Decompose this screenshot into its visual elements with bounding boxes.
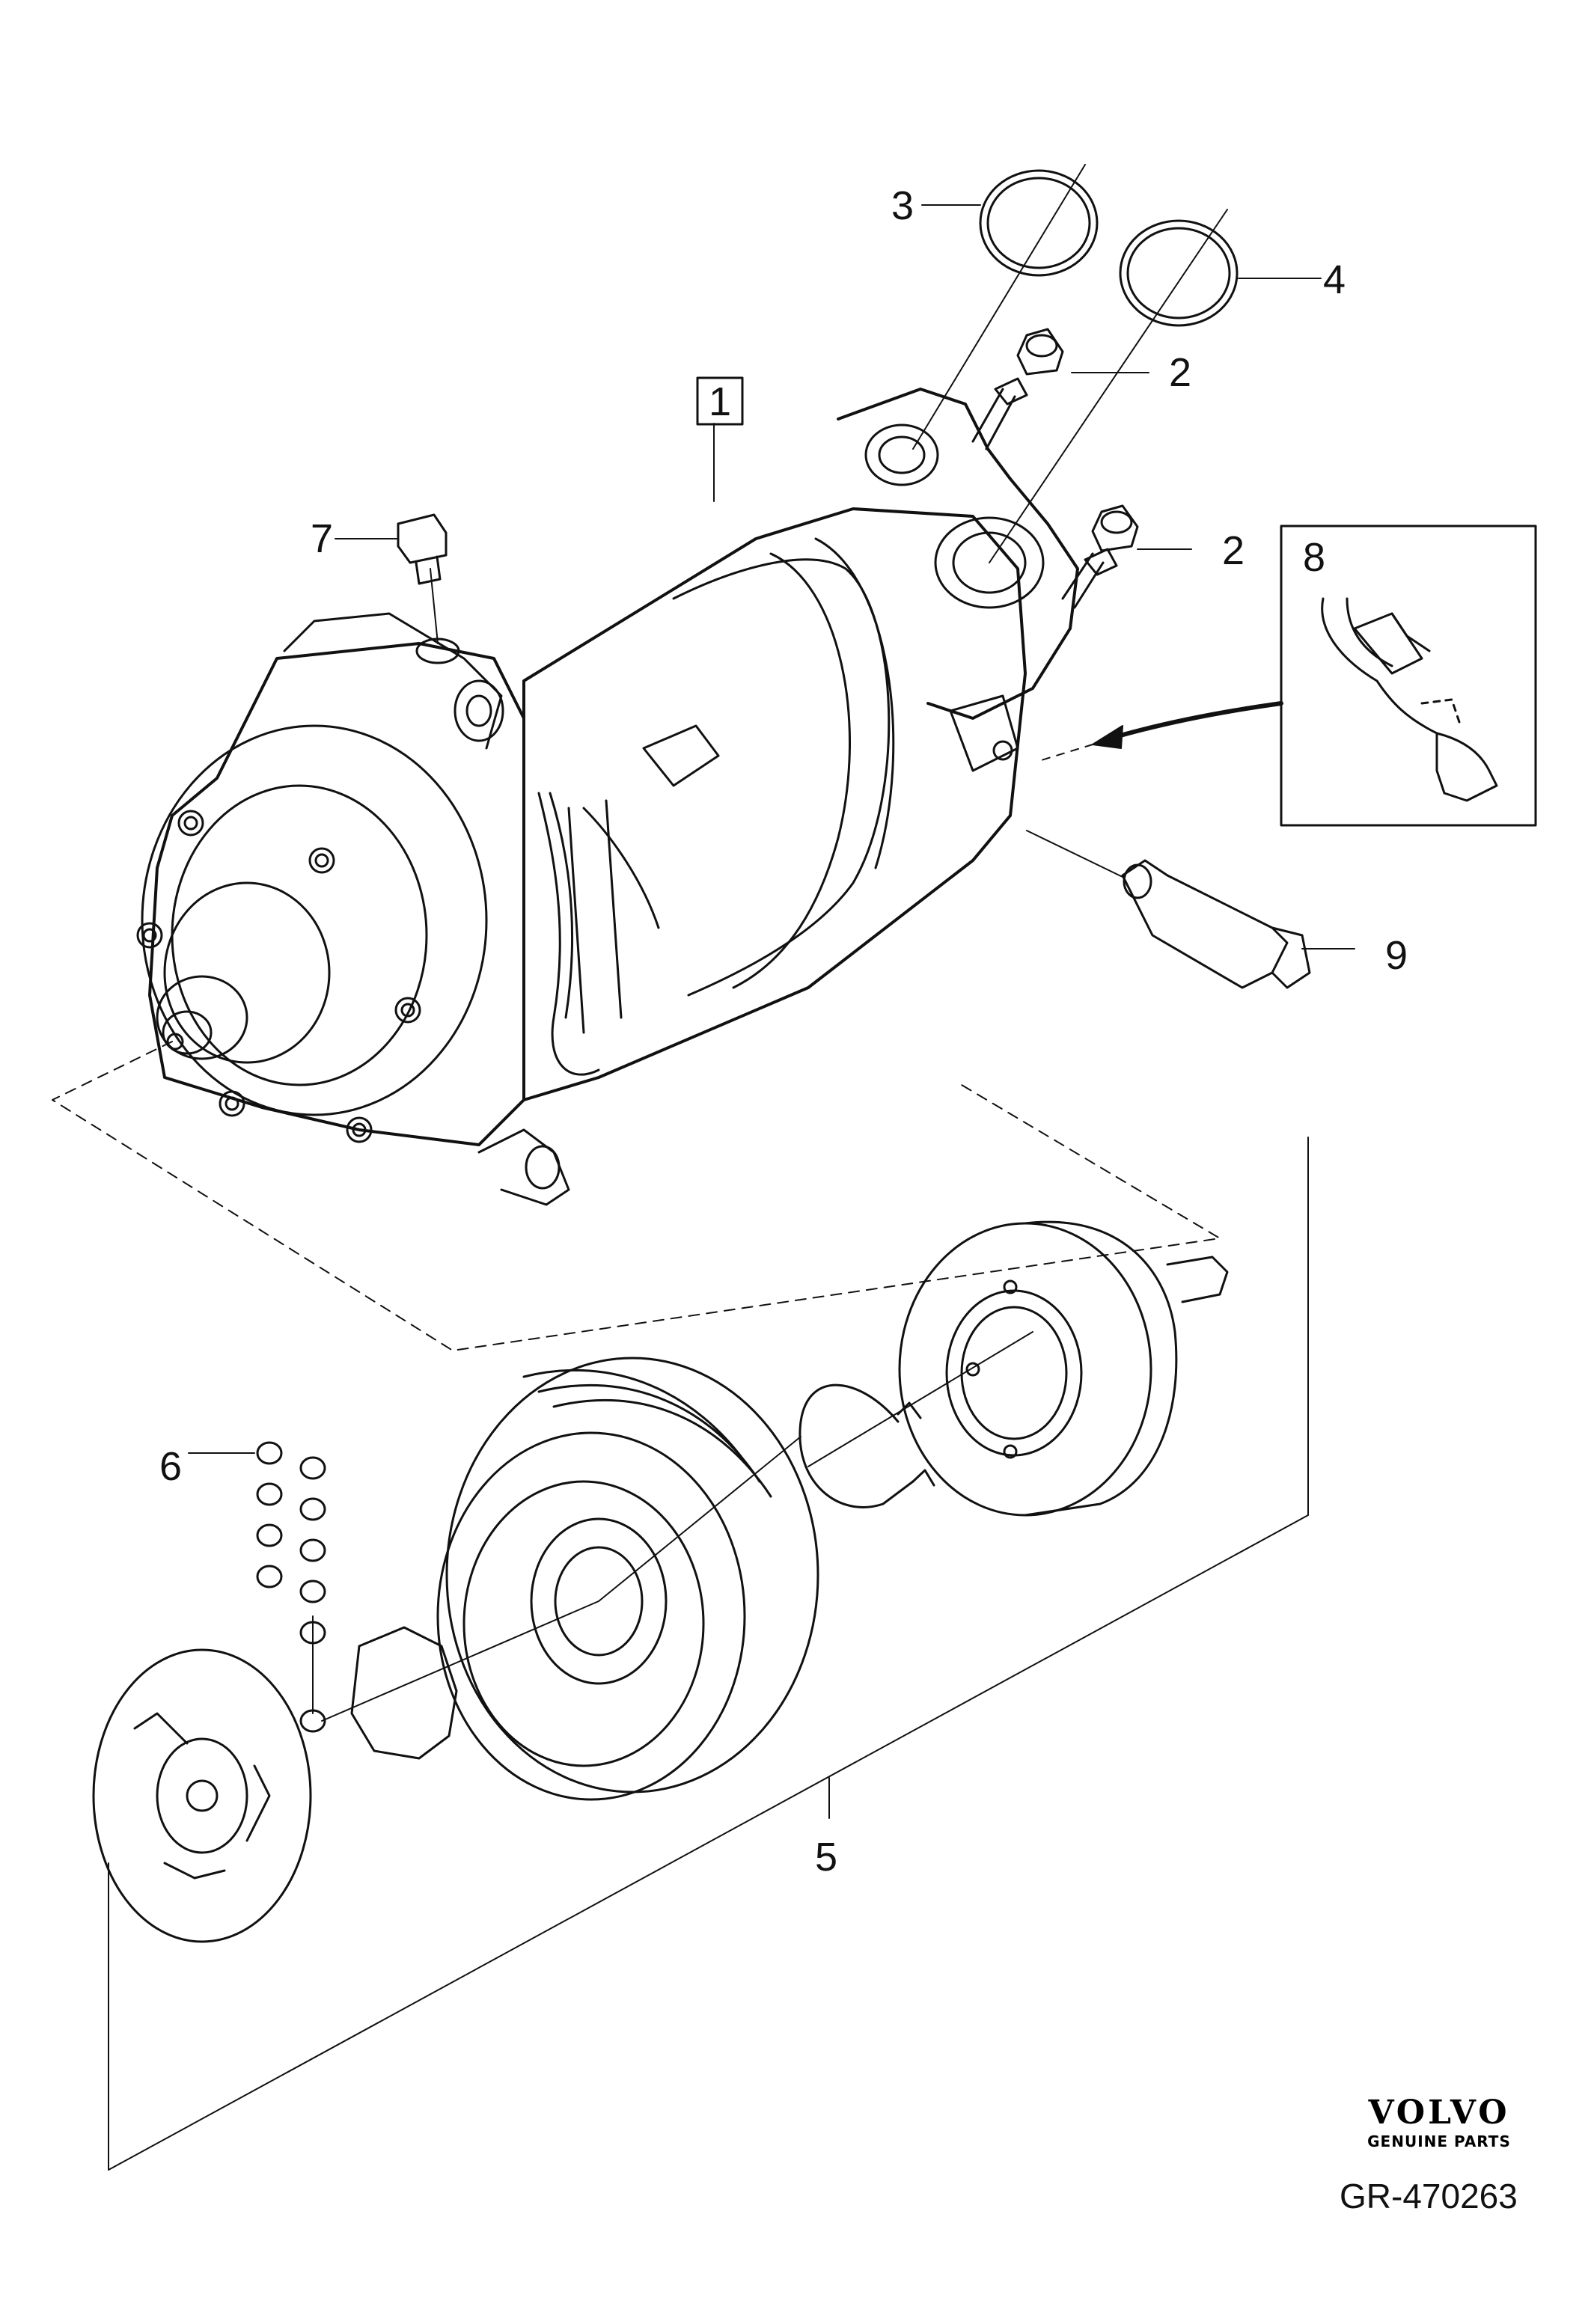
detail-arrowhead (1092, 725, 1123, 749)
adjustment-shims (256, 1441, 326, 1733)
shim-washer (350, 1626, 458, 1760)
detail-arrow (1113, 701, 1283, 739)
detail-box-harness (1280, 525, 1537, 827)
compressor-body (136, 388, 1079, 1206)
callout-2b: 2 (1221, 528, 1245, 573)
detail-arrow-dash (1036, 744, 1093, 762)
genuine-parts-label: GENUINE PARTS (1367, 2132, 1511, 2150)
callout-1: 1 (708, 379, 732, 424)
pressure-sensor (1121, 859, 1311, 989)
pulley (436, 1357, 819, 1801)
leader-lines (188, 164, 1355, 1819)
o-rings (979, 169, 1239, 327)
callout-3: 3 (891, 183, 914, 228)
callout-1-box (696, 376, 744, 426)
assembly-bracket-clutch (108, 1137, 1309, 2171)
field-coil (898, 1220, 1229, 1517)
reference-code: GR-470263 (1340, 2177, 1518, 2216)
mounting-bolt (397, 513, 460, 664)
harness-connector (1321, 597, 1498, 802)
callout-8: 8 (1302, 535, 1326, 580)
armature-plate (92, 1648, 312, 1943)
callout-9: 9 (1384, 933, 1408, 978)
callout-2a: 2 (1168, 350, 1192, 395)
assembly-plane-dashed (52, 1041, 1221, 1351)
port-stud-nuts (971, 328, 1139, 609)
callout-7: 7 (310, 516, 334, 561)
callout-6: 6 (159, 1444, 183, 1489)
callout-4: 4 (1322, 257, 1346, 302)
callout-5: 5 (814, 1835, 838, 1880)
volvo-logo: VOLVO (1368, 2094, 1510, 2132)
